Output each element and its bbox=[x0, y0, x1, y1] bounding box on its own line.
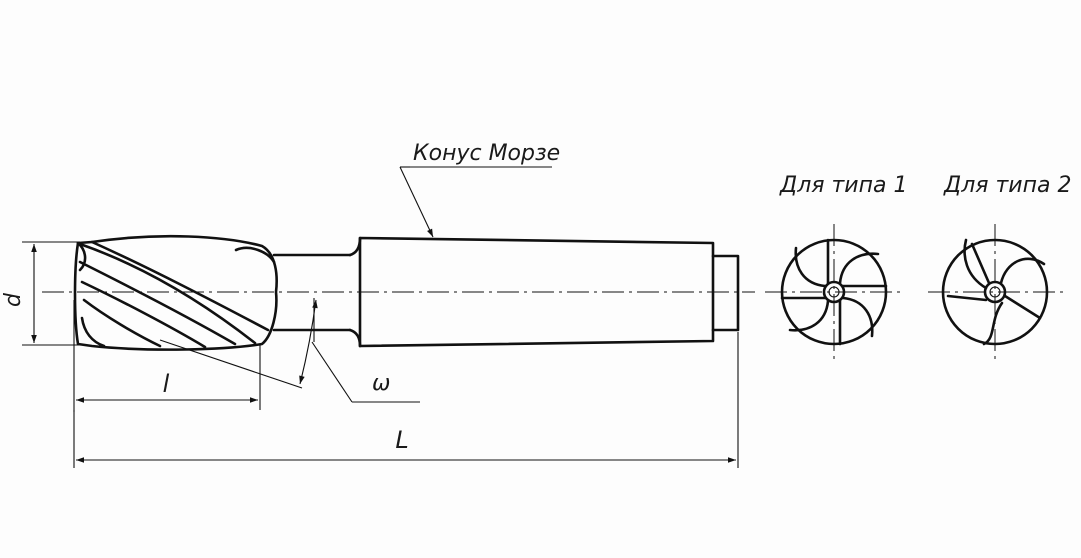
dimension-L bbox=[73, 332, 739, 468]
morse-taper-leader bbox=[399, 166, 552, 238]
cutting-head bbox=[73, 234, 278, 351]
omega-label: ω bbox=[372, 371, 390, 396]
type2-label: Для типа 2 bbox=[943, 173, 1071, 198]
end-view-type1 bbox=[765, 224, 900, 362]
dimension-d bbox=[22, 241, 90, 346]
dimension-L-label: L bbox=[395, 426, 408, 454]
helix-angle-omega bbox=[159, 298, 420, 403]
dimension-d-label: d bbox=[1, 292, 26, 307]
morse-taper-label: Конус Морзе bbox=[413, 141, 560, 166]
morse-taper-shank bbox=[358, 236, 740, 348]
dimension-l-label: l bbox=[163, 370, 170, 398]
dimension-l bbox=[73, 300, 261, 412]
end-view-type2 bbox=[928, 224, 1064, 362]
type1-label: Для типа 1 bbox=[779, 173, 907, 198]
